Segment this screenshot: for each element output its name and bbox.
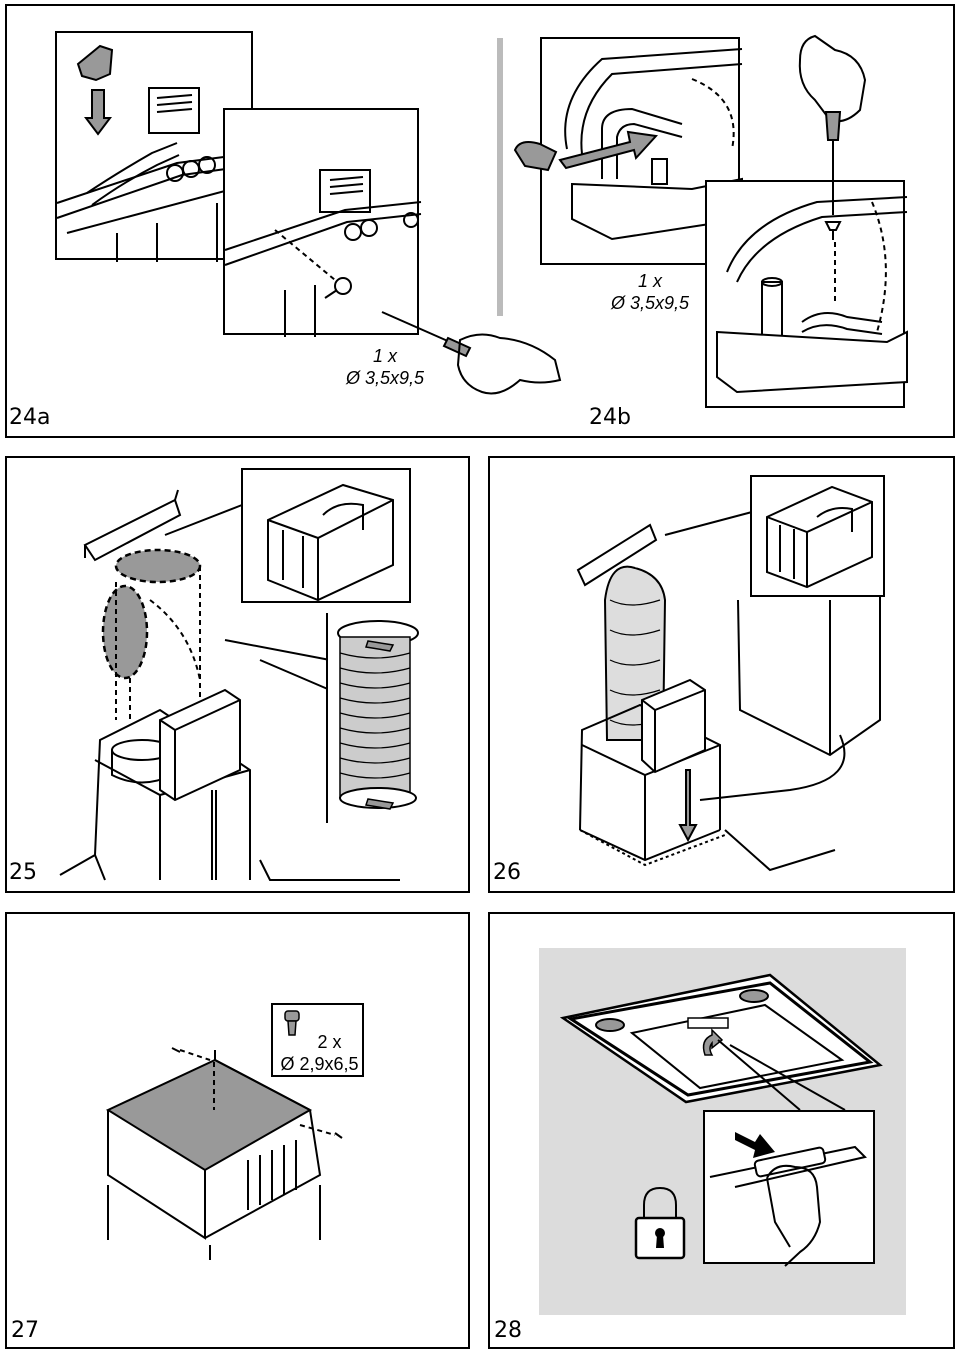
fig24a-screw-qty: 1 x: [372, 346, 397, 366]
screw-icon: [171, 1047, 343, 1139]
screw-icon: [284, 1010, 300, 1036]
arrow-icon: [735, 1132, 775, 1158]
fig25-duct-inset: [326, 613, 426, 823]
fig27-screw-size: Ø 2,9x6,5: [280, 1054, 359, 1074]
fig26-label: 26: [493, 860, 521, 885]
screwdriver-icon: [381, 311, 451, 343]
fig24a-screw-illustration: [224, 169, 422, 337]
fig25-box-inset: [241, 468, 411, 603]
fig24-divider: [497, 38, 503, 316]
fig27-label: 27: [11, 1318, 39, 1343]
fig24b-pipe-illustration: [564, 48, 743, 241]
screw-icon: [824, 221, 842, 240]
fig24b-screw-spec: 1 x Ø 3,5x9,5: [595, 270, 705, 314]
fig26-box-inset: [750, 475, 885, 597]
fig28-label: 28: [494, 1318, 522, 1343]
fig24b-inset-2: [705, 180, 908, 408]
hand-icon: [766, 1164, 822, 1267]
fig28-latch-illustration: [709, 1132, 867, 1267]
hose-clamp-icon: [365, 640, 395, 652]
fig24a-inset-2: [223, 108, 422, 337]
arrow-icon: [702, 1028, 724, 1056]
fig27-screw-spec: 2 x Ø 2,9x6,5: [273, 1031, 366, 1075]
hand-icon: [798, 34, 867, 123]
wall-bracket: [576, 523, 658, 587]
fig27-screw-qty: 2 x: [317, 1032, 342, 1052]
fig27-screw-box: 2 x Ø 2,9x6,5: [271, 1003, 364, 1077]
hose-clamp-icon: [513, 141, 558, 172]
fig24a-pipe-illustration: [56, 87, 256, 262]
fig24a-label: 24a: [9, 405, 51, 430]
wall-bracket: [83, 498, 182, 562]
fig28-inset: [703, 1110, 875, 1267]
fig24b-screw-size: Ø 3,5x9,5: [610, 293, 690, 313]
arrow-icon: [678, 769, 698, 843]
fig24a-screw-size: Ø 3,5x9,5: [345, 368, 425, 388]
fig24a-screw-spec: 1 x Ø 3,5x9,5: [330, 345, 440, 389]
arrow-icon: [558, 130, 659, 170]
fig24b-screw-illustration: [716, 196, 908, 394]
fig24b-screw-qty: 1 x: [637, 271, 662, 291]
fig25-label: 25: [9, 860, 37, 885]
hand-icon: [456, 333, 562, 395]
arrow-icon: [84, 89, 112, 136]
fig24b-label: 24b: [589, 405, 631, 430]
fig25-adapter-box: [267, 483, 394, 602]
flexible-duct-icon: [337, 620, 419, 810]
fig26-adapter-box: [766, 485, 873, 589]
screw-icon: [324, 277, 352, 299]
